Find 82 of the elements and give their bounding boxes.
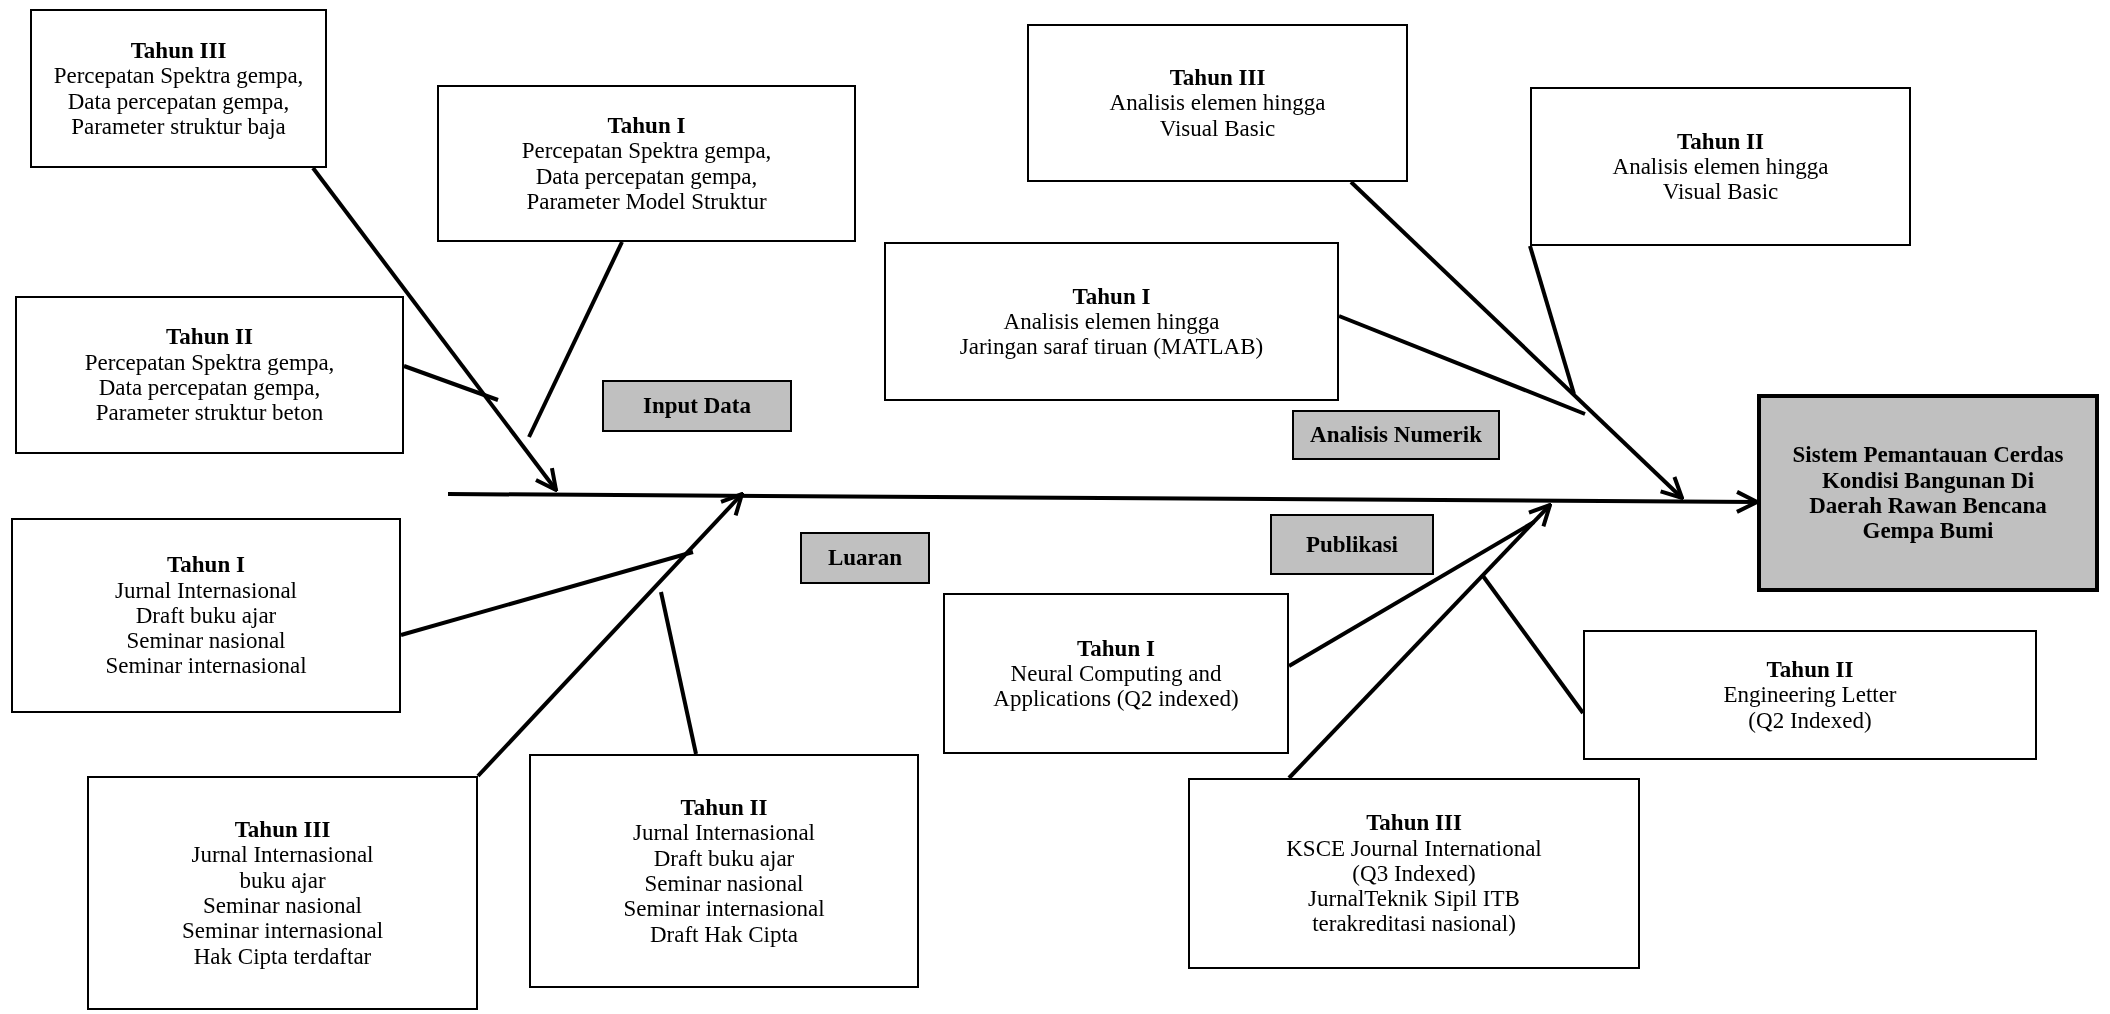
item-text: Draft Hak Cipta <box>649 921 799 947</box>
category-box <box>1292 410 1500 460</box>
item-text: Analisis elemen hingga <box>1003 308 1220 335</box>
year-heading: Tahun III <box>130 37 227 64</box>
item-text: Jurnal Internasional <box>115 577 297 603</box>
item-text: Percepatan Spektra gempa, <box>53 63 304 89</box>
text-box <box>437 85 856 242</box>
item-text: Neural Computing and Applications (Q2 indexed) <box>992 660 1240 712</box>
item-text: Seminar internasional <box>105 653 307 679</box>
item-text: Draft buku ajar <box>135 602 277 629</box>
year-heading: Tahun II <box>1766 657 1854 683</box>
item-text: Data percepatan gempa, <box>535 163 758 189</box>
text-box <box>1530 87 1911 246</box>
text-box <box>15 296 404 454</box>
item-text: (Q3 Indexed) <box>1352 860 1476 887</box>
year-heading: Tahun I <box>607 112 686 139</box>
branch-line <box>403 364 499 402</box>
year-heading: Tahun I <box>167 552 245 578</box>
text-box <box>30 9 327 168</box>
item-text: terakreditasi nasional) <box>1312 911 1516 937</box>
item-text: Data percepatan gempa, <box>67 88 290 114</box>
text-box <box>943 593 1289 754</box>
year-heading: Tahun I <box>1072 283 1151 309</box>
category-box <box>1270 514 1434 575</box>
year-heading: Tahun II <box>680 795 768 821</box>
item-text: Seminar internasional <box>181 918 384 944</box>
bone-arrow <box>311 166 558 492</box>
effect-box <box>1757 394 2099 592</box>
branch-line <box>1528 245 1576 395</box>
text-box <box>1188 778 1640 969</box>
item-text: Jurnal Internasional <box>191 842 374 868</box>
box-label: Luaran <box>827 545 903 571</box>
item-text: Parameter struktur beton <box>95 400 324 426</box>
year-heading: Tahun III <box>1366 810 1462 836</box>
item-text: Analisis elemen hingga <box>1612 153 1829 180</box>
text-box <box>1027 24 1408 182</box>
item-text: Analisis elemen hingga <box>1109 90 1326 116</box>
branch-line <box>1338 314 1586 416</box>
branch-line <box>1288 520 1535 668</box>
text-box <box>884 242 1339 401</box>
item-text: Seminar nasional <box>202 893 362 919</box>
category-box <box>602 380 792 432</box>
box-label: Sistem Pemantauan Cerdas Kondisi Bangunan Di Daerah Rawan Bencana Gempa Bumi <box>1791 442 2065 544</box>
year-heading: Tahun II <box>1677 128 1764 154</box>
year-heading: Tahun I <box>1077 635 1155 661</box>
item-text: (Q2 Indexed) <box>1748 707 1872 733</box>
spine-arrow <box>448 489 1759 514</box>
item-text: Seminar nasional <box>126 628 286 654</box>
item-text: Visual Basic <box>1662 179 1779 205</box>
item-text: Engineering Letter <box>1723 682 1897 708</box>
item-text: KSCE Journal International <box>1286 835 1542 861</box>
text-box <box>11 518 401 713</box>
item-text: Visual Basic <box>1159 115 1276 141</box>
branch-line <box>527 241 624 438</box>
branch-line <box>659 591 698 755</box>
item-text: Jaringan saraf tiruan (MATLAB) <box>959 334 1264 360</box>
bone-arrow <box>476 492 744 778</box>
year-heading: Tahun III <box>234 817 331 843</box>
text-box <box>1583 630 2037 760</box>
item-text: Seminar internasional <box>623 896 825 922</box>
item-text: buku ajar <box>239 867 326 893</box>
bone-arrow <box>1349 180 1684 500</box>
item-text: Jurnal Internasional <box>633 820 815 846</box>
year-heading: Tahun II <box>166 324 253 350</box>
box-label: Publikasi <box>1305 531 1398 558</box>
item-text: Draft buku ajar <box>653 845 795 871</box>
box-label: Input Data <box>643 393 751 419</box>
item-text: JurnalTeknik Sipil ITB <box>1308 886 1520 912</box>
category-box <box>800 532 930 584</box>
item-text: Parameter struktur baja <box>71 113 286 140</box>
text-box <box>529 754 919 988</box>
item-text: Percepatan Spektra gempa, <box>84 349 335 375</box>
item-text: Seminar nasional <box>644 871 804 897</box>
item-text: Hak Cipta terdaftar <box>193 943 372 969</box>
branch-line <box>1481 574 1585 715</box>
item-text: Percepatan Spektra gempa, <box>521 138 772 164</box>
item-text: Parameter Model Struktur <box>526 188 767 215</box>
box-label: Analisis Numerik <box>1310 422 1482 448</box>
item-text: Data percepatan gempa, <box>98 375 321 401</box>
branch-line <box>400 550 694 637</box>
text-box <box>87 776 478 1010</box>
year-heading: Tahun III <box>1169 65 1266 91</box>
